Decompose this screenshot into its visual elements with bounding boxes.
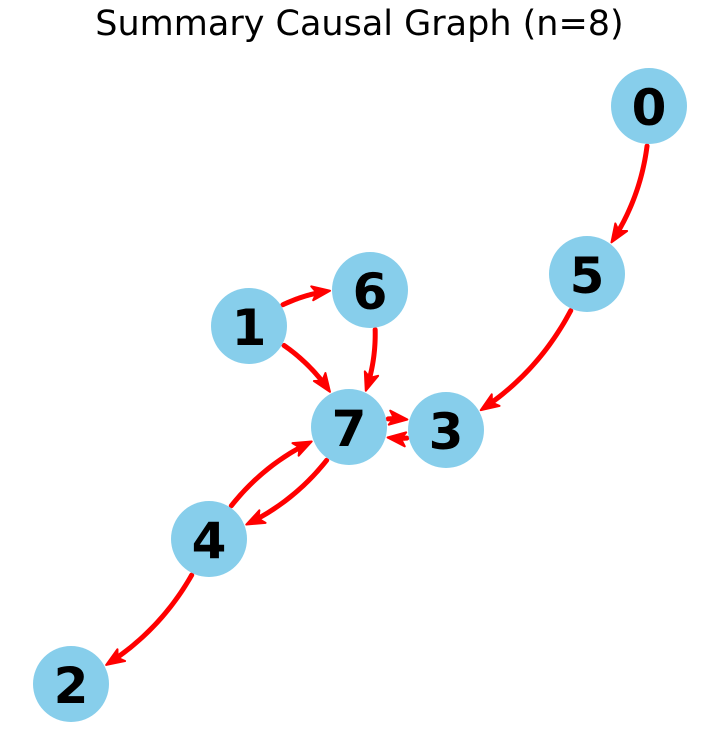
node-label: 7 — [332, 400, 367, 458]
node-circle — [611, 68, 687, 144]
node-label: 3 — [429, 403, 464, 461]
node-3: 3 — [408, 392, 484, 468]
node-5: 5 — [549, 236, 625, 312]
arrowhead — [310, 285, 332, 302]
edge-0-to-5 — [610, 143, 650, 244]
node-circle — [408, 392, 484, 468]
edge-line — [280, 289, 322, 308]
node-circle — [211, 288, 287, 364]
node-7: 7 — [311, 389, 387, 465]
edge-4-to-7 — [228, 440, 313, 509]
edge-3-to-7 — [386, 431, 410, 448]
arrowhead — [363, 370, 380, 392]
node-0: 0 — [611, 68, 687, 144]
node-label: 6 — [353, 263, 388, 321]
node-label: 5 — [570, 247, 605, 305]
edge-6-to-7 — [363, 327, 380, 392]
edges-layer — [105, 143, 650, 666]
edge-line — [281, 342, 327, 386]
arrowhead — [386, 431, 408, 448]
edge-line — [487, 308, 574, 407]
edge-line — [112, 572, 195, 662]
node-6: 6 — [332, 252, 408, 328]
arrowhead — [291, 440, 313, 457]
arrowhead — [312, 372, 331, 393]
node-label: 4 — [192, 512, 227, 570]
node-2: 2 — [33, 646, 109, 722]
node-label: 0 — [632, 79, 667, 137]
edge-7-to-4 — [245, 457, 330, 526]
edge-4-to-2 — [105, 572, 195, 666]
edge-7-to-3 — [385, 409, 409, 426]
node-circle — [171, 501, 247, 577]
arrowhead — [105, 648, 127, 666]
node-circle — [311, 389, 387, 465]
arrowhead — [479, 393, 501, 412]
node-circle — [549, 236, 625, 312]
edge-1-to-6 — [280, 285, 332, 308]
edge-line — [614, 143, 650, 236]
edge-5-to-3 — [479, 308, 574, 412]
edge-line — [253, 457, 330, 523]
arrowhead — [245, 509, 267, 526]
nodes-layer: 0 1 2 3 4 5 6 7 — [33, 68, 687, 722]
node-circle — [33, 646, 109, 722]
node-label: 2 — [54, 657, 89, 715]
node-label: 1 — [232, 299, 267, 357]
node-4: 4 — [171, 501, 247, 577]
edge-1-to-7 — [281, 342, 331, 393]
arrowhead — [387, 409, 409, 426]
node-circle — [332, 252, 408, 328]
arrowhead — [610, 222, 629, 244]
diagram-title: Summary Causal Graph (n=8) — [95, 4, 624, 44]
edge-line — [228, 443, 305, 509]
edge-line — [366, 327, 378, 383]
node-1: 1 — [211, 288, 287, 364]
